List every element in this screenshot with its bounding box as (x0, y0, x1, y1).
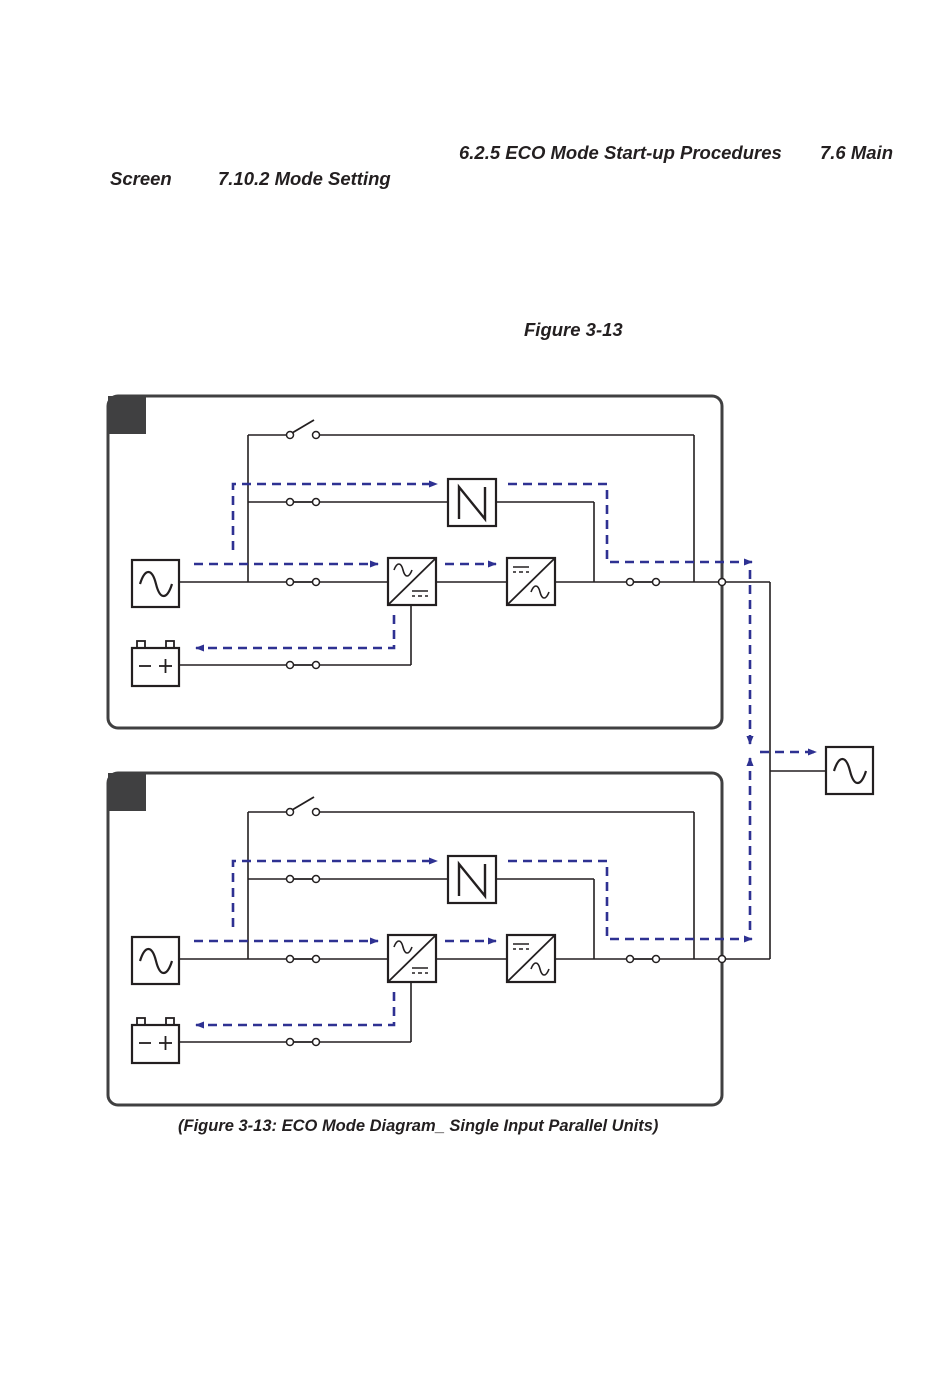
battery-icon (132, 641, 179, 686)
sine-icon (132, 937, 179, 984)
unit-corner-tab (108, 396, 146, 434)
figure-caption: (Figure 3-13: ECO Mode Diagram_ Single I… (178, 1117, 658, 1136)
parallel-output-bus (770, 582, 826, 959)
ac-dc-converter-icon (388, 935, 436, 982)
ac-dc-converter-icon (388, 558, 436, 605)
bus-flow-path (750, 570, 816, 930)
load-sine-icon (826, 747, 873, 794)
unit-corner-tab (108, 773, 146, 811)
dc-ac-converter-icon (507, 935, 555, 982)
battery-icon (132, 1018, 179, 1063)
static-bypass-switch-icon (448, 856, 496, 903)
sine-icon (132, 560, 179, 607)
static-bypass-switch-icon (448, 479, 496, 526)
ups-unit-1 (108, 396, 770, 728)
ups-unit-2 (108, 773, 770, 1105)
dc-ac-converter-icon (507, 558, 555, 605)
